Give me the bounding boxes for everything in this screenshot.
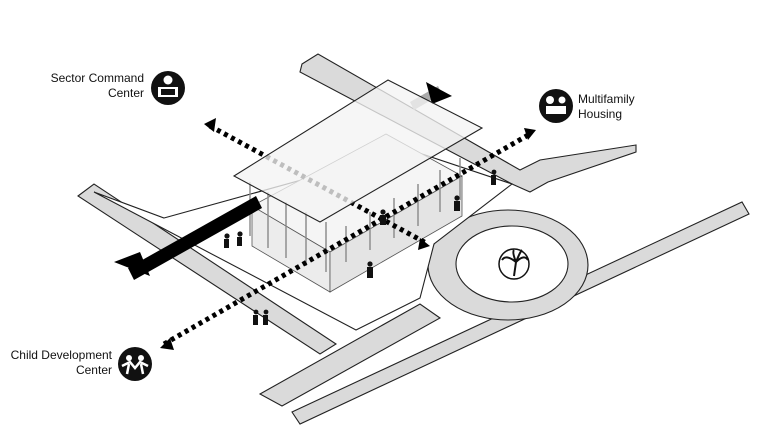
people	[224, 169, 497, 325]
canopy-roof	[232, 79, 484, 223]
primary-arrow	[114, 82, 452, 280]
sector-command-line1: Sector Command	[50, 71, 144, 85]
child-development-line2: Center	[75, 363, 112, 377]
children-icon	[118, 347, 152, 381]
multifamily-line1: Multifamily	[578, 92, 635, 106]
computer-user-icon	[151, 71, 185, 105]
sector-command-line2: Center	[107, 86, 144, 100]
road-south	[258, 303, 442, 407]
arrow-heads	[160, 118, 536, 350]
child-development-label: Child Development Center	[4, 348, 112, 378]
family-home-icon	[539, 89, 573, 123]
child-development-line1: Child Development	[10, 348, 112, 362]
multifamily-label: Multifamily Housing	[578, 92, 668, 122]
palm-tree-icon	[498, 248, 530, 280]
sector-command-label: Sector Command Center	[30, 71, 144, 101]
road-west	[77, 183, 338, 355]
multifamily-line2: Housing	[578, 107, 623, 121]
